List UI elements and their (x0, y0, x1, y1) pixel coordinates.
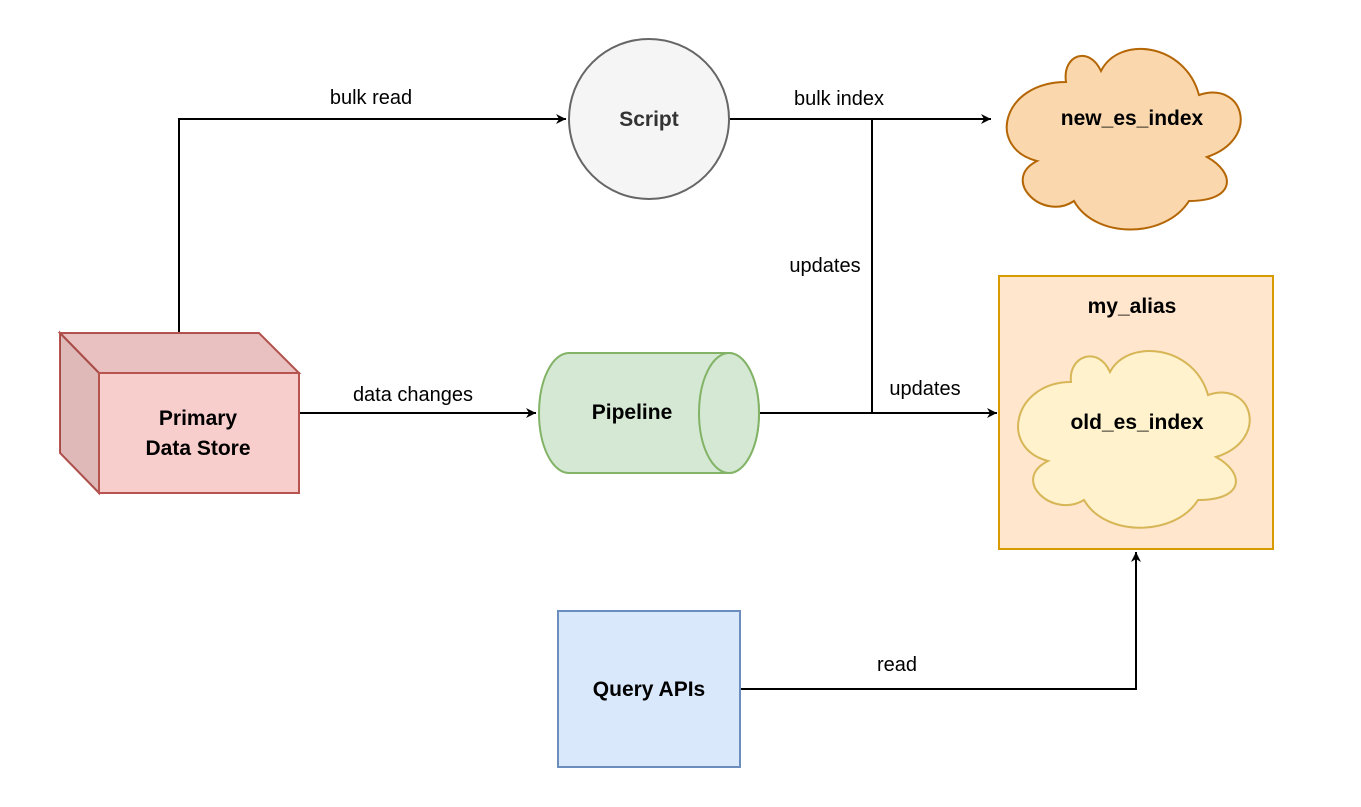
edge-bulk-read: bulk read (178, 87, 566, 332)
node-script[interactable]: Script (568, 38, 730, 200)
primary-data-store-label-line1: Primary (159, 407, 238, 430)
new-es-index-cloud (1005, 47, 1242, 231)
cube-front-face (98, 372, 300, 494)
script-circle (568, 38, 730, 200)
data-changes-label: data changes (353, 384, 473, 406)
node-new-es-index[interactable]: new_es_index (1005, 47, 1242, 231)
node-query-apis[interactable]: Query APIs (557, 610, 741, 768)
pipeline-end-cap (698, 352, 760, 474)
query-apis-label: Query APIs (593, 678, 705, 701)
edge-updates-horizontal: updates (759, 378, 997, 418)
edge-bulk-index: bulk index (730, 88, 991, 124)
node-old-es-index[interactable]: old_es_index (1017, 350, 1251, 529)
node-primary-data-store[interactable]: Primary Data Store (57, 330, 302, 496)
old-es-index-cloud (1017, 350, 1251, 529)
bulk-read-arrow (178, 114, 566, 332)
updates-horizontal-label: updates (889, 378, 960, 400)
bulk-index-label: bulk index (794, 88, 884, 110)
bulk-read-label: bulk read (330, 87, 412, 109)
query-apis-box (557, 610, 741, 768)
read-arrow (740, 552, 1141, 690)
node-pipeline[interactable]: Pipeline (538, 352, 760, 474)
new-es-index-label: new_es_index (1061, 107, 1204, 130)
read-label: read (877, 654, 917, 676)
pipeline-label: Pipeline (592, 401, 673, 424)
edge-data-changes: data changes (299, 384, 536, 418)
script-label: Script (619, 108, 679, 131)
my-alias-label: my_alias (1088, 295, 1177, 318)
primary-data-store-label-line2: Data Store (145, 437, 250, 460)
updates-vertical-label: updates (789, 255, 860, 277)
edge-read: read (740, 552, 1141, 690)
edge-updates-vertical: updates (789, 119, 873, 413)
old-es-index-label: old_es_index (1070, 411, 1203, 434)
